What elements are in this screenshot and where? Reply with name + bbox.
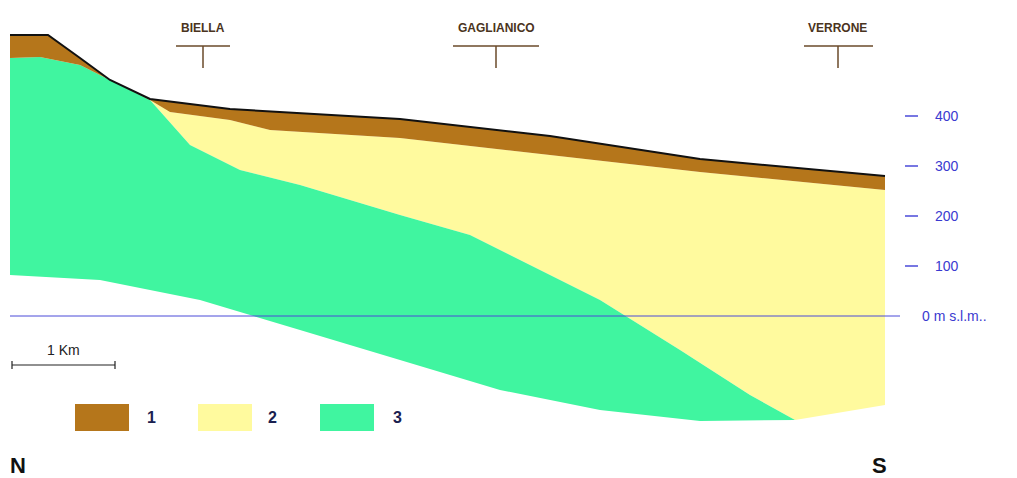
sea-level-label: 0 m s.l.m..	[922, 309, 987, 323]
legend-swatch	[198, 404, 252, 431]
scale-bar	[12, 361, 115, 369]
layer-3	[10, 57, 795, 421]
legend-swatch	[320, 404, 374, 431]
layer-1	[110, 80, 885, 190]
elevation-value: 300	[935, 159, 958, 173]
legend-number: 1	[147, 410, 156, 426]
layer-1	[10, 35, 110, 80]
elevation-value: 200	[935, 209, 958, 223]
legend-swatch	[75, 404, 129, 431]
town-name: GAGLIANICO	[458, 22, 535, 34]
town-markers	[176, 46, 873, 68]
compass-point: N	[10, 455, 26, 477]
compass-point: S	[872, 455, 887, 477]
ground-surface	[10, 35, 885, 176]
elevation-ticks	[905, 116, 918, 266]
town-name: BIELLA	[181, 22, 224, 34]
town-name: VERRONE	[808, 22, 867, 34]
legend-number: 2	[268, 410, 277, 426]
legend-number: 3	[393, 410, 402, 426]
scale-label: 1 Km	[47, 343, 80, 357]
elevation-value: 400	[935, 109, 958, 123]
elevation-value: 100	[935, 259, 958, 273]
sea-level-line	[10, 316, 900, 317]
